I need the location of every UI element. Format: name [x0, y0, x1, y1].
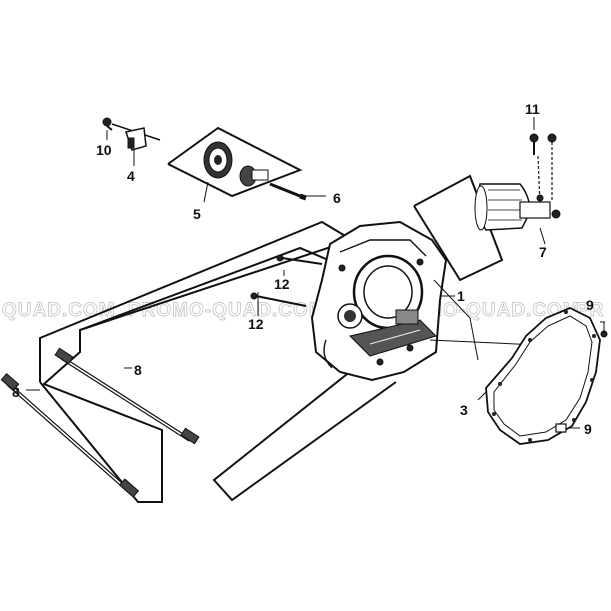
callout-12a: 12 [274, 276, 290, 292]
callout-4: 4 [127, 168, 135, 184]
callout-8a: 8 [134, 362, 142, 378]
callout-7: 7 [539, 244, 547, 260]
leader-5 [203, 181, 209, 203]
callout-10: 10 [96, 142, 112, 158]
callout-labels: 1 3 4 5 6 7 8 8 9 9 10 11 12 12 [12, 101, 594, 437]
callout-3: 3 [460, 402, 468, 418]
watermark: QUAD.COM PROMO-QUAD.COM PROMO-QUAD.COM P… [2, 300, 604, 322]
leader-lines [26, 117, 605, 429]
part-3-gasket [485, 307, 601, 445]
starter-group-frame [413, 174, 504, 282]
gear-group-frame [167, 126, 303, 198]
part-7-starter-motor [474, 183, 561, 231]
callout-5: 5 [193, 206, 201, 222]
leader-7 [539, 227, 546, 245]
callout-11: 11 [525, 101, 540, 117]
part-6-shaft [269, 182, 307, 201]
callout-9a: 9 [586, 297, 594, 313]
callout-9b: 9 [584, 421, 592, 437]
watermark-center: PROMO-QUAD.COM [128, 300, 326, 321]
cable-group-frame [39, 220, 355, 503]
part-5-gear-assembly [203, 141, 269, 187]
part-4-bracket [125, 127, 147, 151]
part-8-cables [0, 347, 200, 498]
callout-6: 6 [333, 190, 341, 206]
part-11-bolts [529, 133, 557, 206]
part-1-crankcase [310, 220, 561, 382]
part-9-screws [555, 322, 608, 433]
callout-8b: 8 [12, 384, 20, 400]
part-12-bolts [250, 254, 323, 307]
watermark-left: QUAD.COM [2, 300, 116, 321]
callout-1: 1 [457, 288, 465, 304]
callout-12b: 12 [248, 316, 264, 332]
